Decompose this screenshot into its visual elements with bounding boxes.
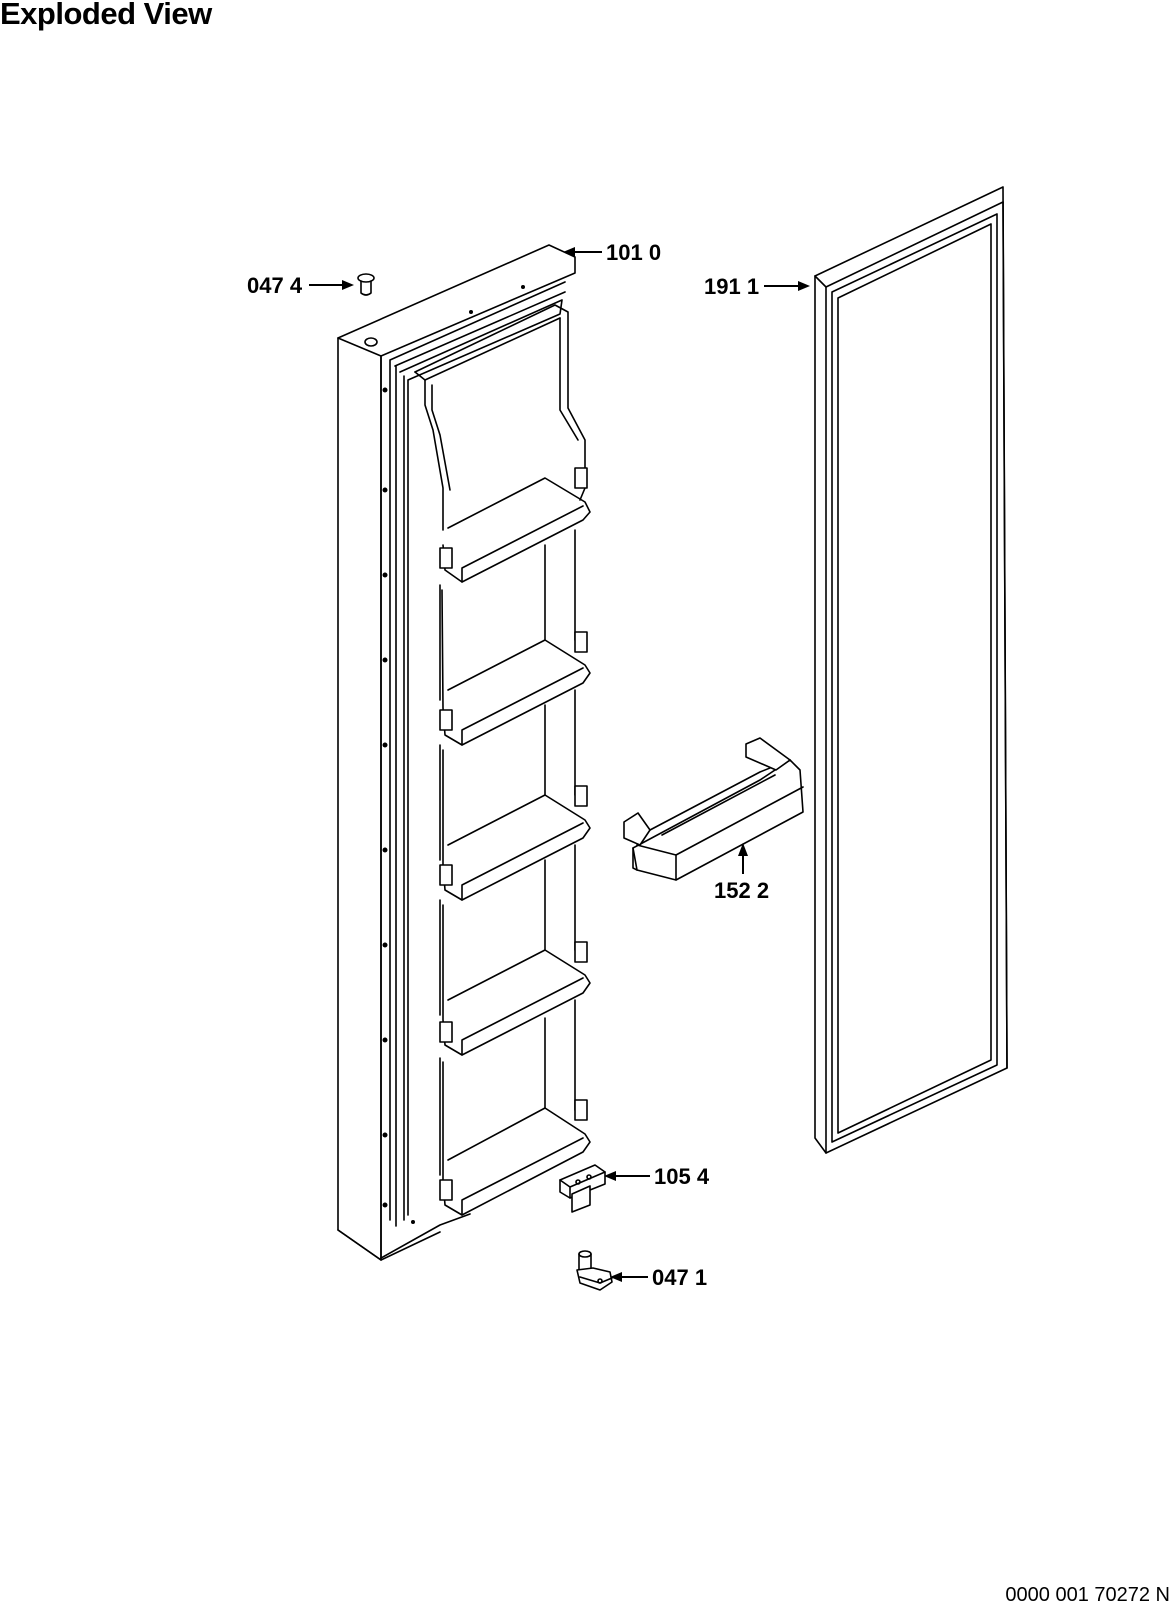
- door-gasket-part: [814, 186, 1008, 1154]
- part-number-label: 105 4: [654, 1164, 710, 1189]
- page-title: Exploded View: [0, 0, 212, 31]
- callout-191-1: 191 1: [704, 274, 810, 299]
- part-number-label: 047 4: [247, 273, 303, 298]
- hinge-plate-part: [559, 1164, 606, 1213]
- part-number-label: 101 0: [606, 240, 661, 265]
- document-code: 0000 001 70272 N: [1005, 1584, 1170, 1606]
- callout-105-4: 105 4: [604, 1164, 710, 1189]
- bottom-hinge-part: [576, 1250, 613, 1291]
- callout-047-4: 047 4: [247, 273, 354, 298]
- callout-152-2: 152 2: [714, 843, 769, 903]
- top-pin-part: [357, 273, 375, 296]
- callout-101-0: 101 0: [563, 240, 661, 265]
- door-assembly: [337, 244, 591, 1261]
- door-shelf-part: [623, 737, 804, 881]
- part-number-label: 152 2: [714, 878, 769, 903]
- part-number-label: 191 1: [704, 274, 759, 299]
- part-number-label: 047 1: [652, 1265, 707, 1290]
- callout-047-1: 047 1: [610, 1265, 707, 1290]
